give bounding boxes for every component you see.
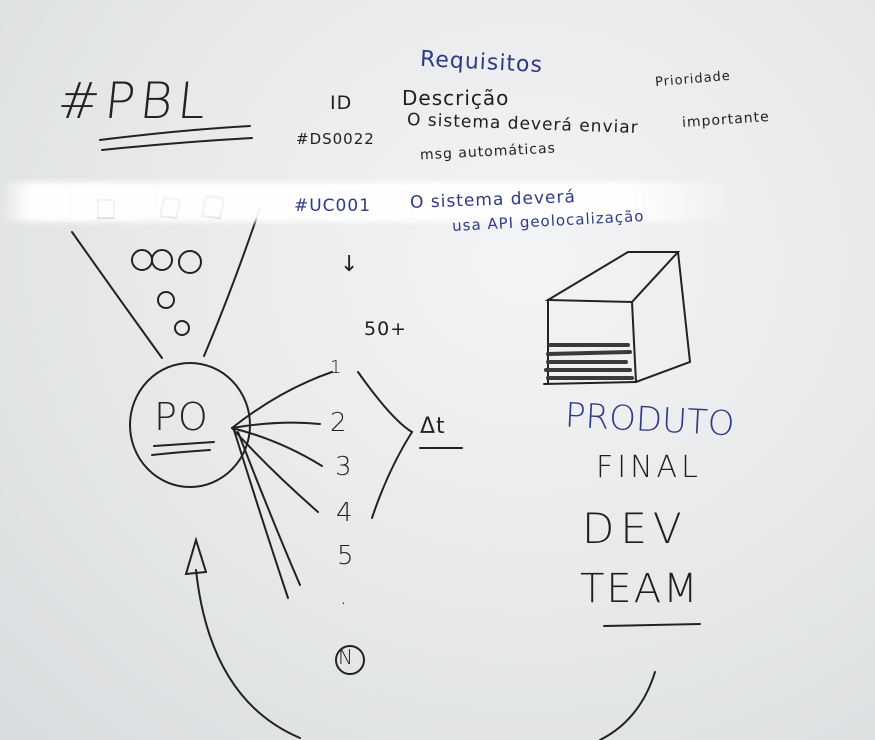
po-line-2 [231, 421, 321, 429]
feedback-loop-arrow [599, 671, 656, 740]
time-brace [357, 371, 414, 519]
product-box-contents [544, 343, 634, 380]
requirement-id: #UC001 [294, 196, 372, 216]
backlog-number: 4 [336, 498, 353, 528]
product-box [631, 301, 637, 383]
team-label: TEAM [580, 566, 700, 612]
delta-t-label: Δt [420, 414, 446, 439]
po-line-5 [233, 429, 289, 599]
product-box [544, 251, 681, 304]
po-line-1 [231, 371, 333, 429]
pbl-underline-2 [101, 137, 253, 151]
product-box [635, 251, 692, 383]
backlog-item-shape [157, 291, 175, 309]
backlog-item-shape [131, 249, 153, 271]
feedback-arrowhead [184, 536, 208, 576]
po-underline [153, 441, 215, 447]
backlog-number: 1 [330, 357, 342, 378]
backlog-number: 5 [337, 541, 354, 571]
backlog-item-shape [178, 250, 202, 274]
pbl-underline [99, 125, 251, 141]
backlog-number: 2 [330, 408, 347, 438]
feedback-loop-arrow [195, 569, 301, 739]
column-id: ID [330, 92, 353, 114]
final-label: FINAL [596, 450, 702, 485]
board-title: #PBL [54, 72, 214, 130]
backlog-number: 3 [335, 452, 352, 482]
n-circle [335, 645, 365, 675]
po-line-4 [231, 427, 319, 513]
po-underline-2 [151, 449, 211, 456]
funnel-left-edge [71, 231, 163, 359]
backlog-item-shape [174, 320, 190, 336]
requirement-id: #DS0022 [296, 130, 375, 148]
po-label: PO [154, 395, 209, 439]
dev-label: DEV [582, 504, 688, 553]
product-box [543, 381, 637, 385]
down-arrow-icon: ↓ [340, 252, 360, 277]
backlog-number-n: N [338, 645, 353, 669]
column-description: Descrição [402, 86, 510, 110]
backlog-ellipsis: . [340, 585, 347, 610]
po-line-6 [237, 431, 301, 586]
light-glare [0, 182, 740, 222]
po-line-3 [231, 427, 323, 467]
team-underline [603, 623, 701, 627]
funnel-right-edge [203, 207, 261, 357]
sprint-label: 50+ [364, 318, 408, 340]
backlog-item-shape [151, 249, 173, 271]
